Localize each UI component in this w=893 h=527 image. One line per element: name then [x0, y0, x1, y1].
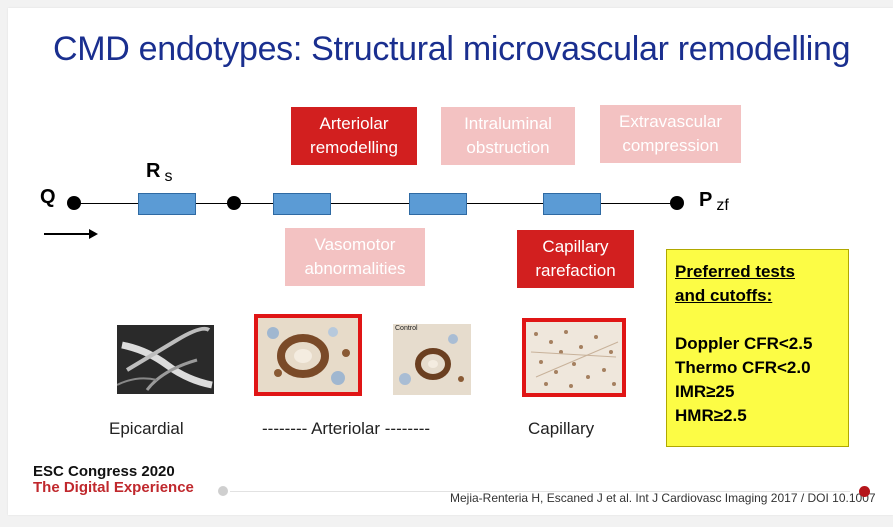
- control-label: Control: [395, 325, 418, 332]
- capillary-histology-image: [522, 318, 626, 397]
- resistor-intraluminal: [409, 193, 467, 215]
- capillary-rarefaction-box: Capillary rarefaction: [517, 230, 634, 288]
- arteriolar-remodelling-box: Arteriolar remodelling: [291, 107, 417, 165]
- flow-arrow-icon: [44, 229, 98, 239]
- extravascular-compression-box: Extravascular compression: [600, 105, 741, 163]
- esc-congress-logo: ESC Congress 2020 The Digital Experience: [33, 464, 194, 496]
- intraluminal-obstruction-box: Intraluminal obstruction: [441, 107, 575, 165]
- arteriolar-histology-image-remodelled: [254, 314, 362, 396]
- footer-line1: ESC Congress 2020: [33, 463, 175, 480]
- histology-graphic: [393, 324, 471, 395]
- slide-title: CMD endotypes: Structural microvascular …: [53, 30, 851, 68]
- test-item: HMR≥2.5: [675, 406, 747, 425]
- histology-graphic: [258, 318, 358, 392]
- p-label-sub: zf: [716, 197, 729, 214]
- epicardial-angiogram-image: [117, 325, 214, 394]
- circuit-wire: [74, 203, 678, 204]
- circuit-node: [670, 196, 684, 210]
- circuit-node: [227, 196, 241, 210]
- caption-capillary: Capillary: [528, 419, 595, 438]
- circuit-node: [67, 196, 81, 210]
- tests-heading-line1: Preferred tests: [675, 262, 796, 281]
- capillary-graphic: [526, 322, 622, 393]
- resistor-arteriolar: [273, 193, 331, 215]
- test-item: Thermo CFR<2.0: [675, 358, 811, 377]
- grey-dot-icon: [218, 486, 228, 496]
- p-label-main: P: [699, 189, 713, 211]
- r-label-sub: s: [164, 168, 173, 185]
- tests-heading-line2: and cutoffs:: [675, 286, 773, 305]
- preferred-tests-box: Preferred tests and cutoffs: Doppler CFR…: [666, 249, 849, 447]
- resistor-rs: [138, 193, 196, 215]
- caption-arteriolar: -------- Arteriolar --------: [262, 419, 431, 438]
- resistor-capillary: [543, 193, 601, 215]
- angiogram-graphic: [117, 325, 214, 394]
- footer-divider: [230, 491, 850, 492]
- citation: Mejia-Renteria H, Escaned J et al. Int J…: [450, 491, 876, 505]
- vasomotor-abnormalities-box: Vasomotor abnormalities: [285, 228, 425, 286]
- test-item: Doppler CFR<2.5: [675, 334, 813, 353]
- arteriolar-histology-image-control: Control: [393, 324, 471, 395]
- footer-line2: The Digital Experience: [33, 479, 194, 496]
- test-item: IMR≥25: [675, 382, 735, 401]
- q-label: Q: [40, 186, 56, 208]
- r-label-main: R: [146, 160, 161, 182]
- caption-epicardial: Epicardial: [109, 419, 184, 438]
- red-dot-icon: [859, 486, 870, 497]
